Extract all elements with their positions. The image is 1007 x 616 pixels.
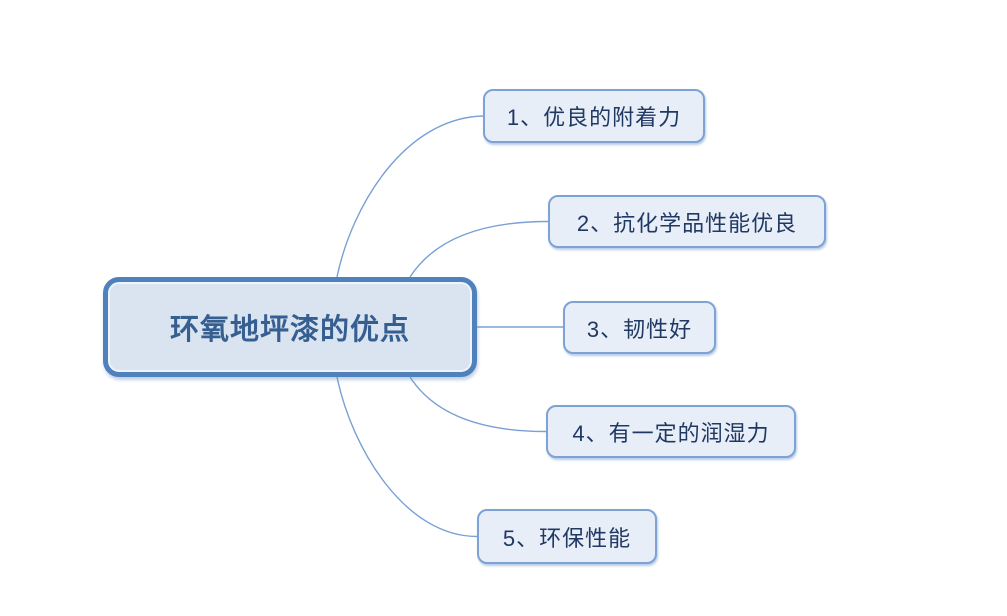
branch-node-label: 5、环保性能 xyxy=(502,525,632,551)
connector-branch-2 xyxy=(409,220,549,278)
connector-branch-4 xyxy=(409,376,547,433)
root-node[interactable]: 环氧地坪漆的优点 xyxy=(103,277,477,377)
branch-node-2[interactable]: 2、抗化学品性能优良 xyxy=(548,195,826,248)
branch-node-label: 3、韧性好 xyxy=(586,316,693,342)
branch-node-label: 1、优良的附着力 xyxy=(506,105,682,130)
branch-node-label: 4、有一定的润湿力 xyxy=(572,420,770,446)
connector-branch-5 xyxy=(336,376,478,538)
branch-node-label: 2、抗化学品性能优良 xyxy=(576,210,798,236)
branch-node-5[interactable]: 5、环保性能 xyxy=(477,509,657,564)
branch-node-3[interactable]: 3、韧性好 xyxy=(563,301,716,354)
branch-node-4[interactable]: 4、有一定的润湿力 xyxy=(546,405,796,458)
connector-branch-1 xyxy=(336,115,484,278)
branch-node-1[interactable]: 1、优良的附着力 xyxy=(483,89,705,143)
root-node-label: 环氧地坪漆的优点 xyxy=(169,314,410,346)
